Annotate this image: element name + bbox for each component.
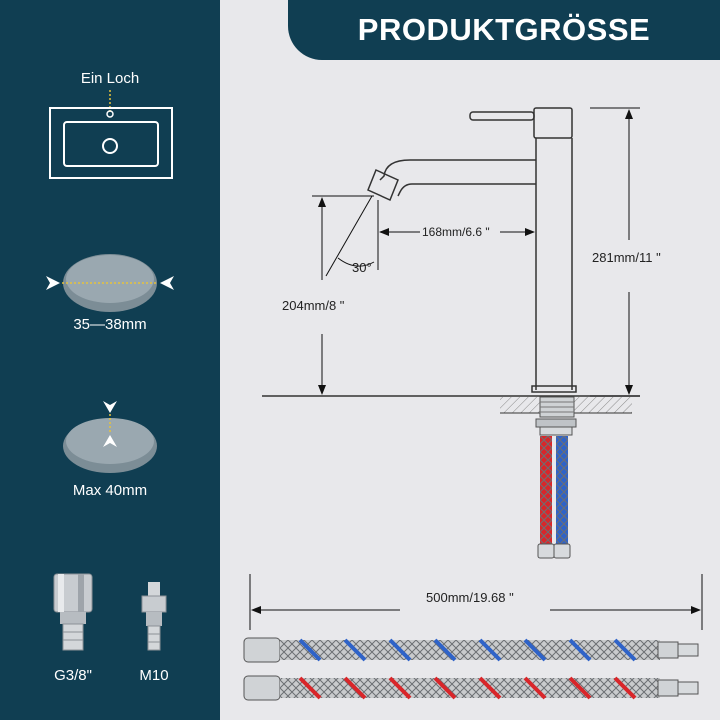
left-panel [0,0,220,720]
spout-angle-label: 30° [352,260,372,275]
vertical-hoses [537,436,571,559]
connector-left-label: G3/8" [54,667,92,684]
hose-length-label: 500mm/19.68 " [426,590,514,605]
faucet-outline [367,107,577,393]
sink-icon [49,90,173,179]
connector-right-label: M10 [139,667,169,684]
hole-label: Ein Loch [80,70,140,87]
diameter-label: 35—38mm [73,316,147,333]
thickness-label: Max 40mm [72,482,148,499]
page-title: PRODUKTGRÖSSE [288,0,720,60]
total-height-label: 281mm/11 " [592,250,661,265]
spout-height-label: 204mm/8 " [282,298,345,313]
m10-connector-icon [141,582,167,651]
spout-reach-label: 168mm/6.6 " [422,225,490,239]
hose-hot [243,675,699,701]
hole-diameter-icon [46,254,174,312]
hose-cold [243,637,699,663]
thickness-icon [63,401,157,473]
g38-connector-icon [53,573,93,651]
diagram-area [220,0,720,720]
